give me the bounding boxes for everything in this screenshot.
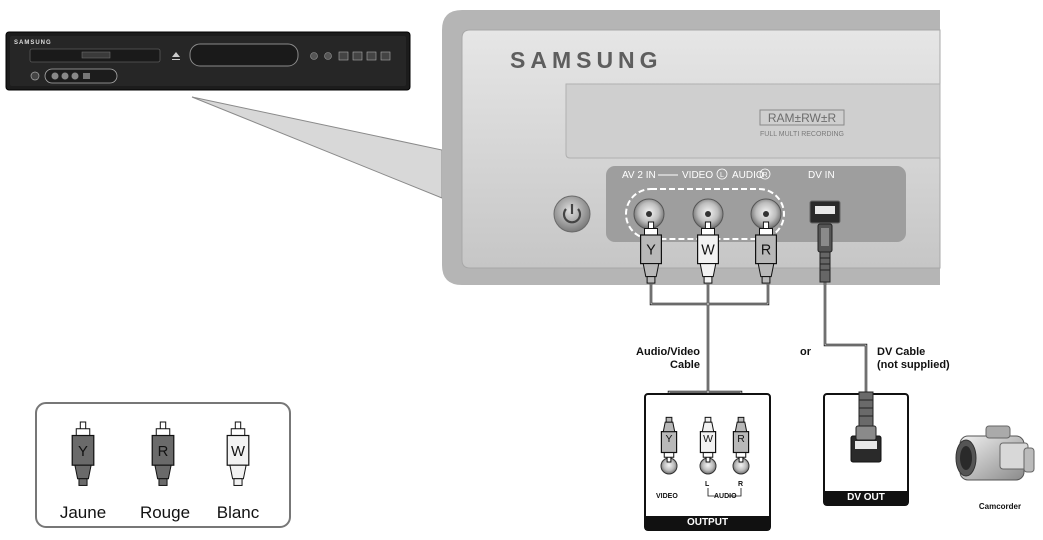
video-label: VIDEO	[682, 170, 713, 181]
dv-cable-line2: (not supplied)	[877, 359, 950, 371]
output-white-plug-wrap: W	[699, 416, 717, 463]
closeup-white-plug: W	[696, 221, 719, 284]
front-jack-strip	[44, 68, 118, 84]
left-mark: L	[720, 172, 724, 179]
legend-yellow-plug-letter: Y	[78, 444, 88, 460]
camcorder-image	[955, 425, 1035, 481]
av-cable-label: Audio/Video Cable	[628, 346, 700, 372]
power-icon	[562, 204, 582, 224]
or-label: or	[800, 346, 811, 358]
output-yellow-plug-letter: Y	[666, 434, 673, 445]
front-controls	[310, 51, 391, 61]
dvin-label: DV IN	[808, 170, 835, 181]
camcorder-label: Camcorder	[978, 502, 1022, 511]
dv-cable-label: DV Cable (not supplied)	[877, 346, 950, 372]
closeup-white-plug-letter: W	[701, 243, 715, 259]
output-title: OUTPUT	[686, 517, 729, 528]
av-cable-line2: Cable	[670, 359, 700, 371]
output-yellow-plug-wrap: Y	[660, 416, 678, 463]
dv-out-title: DV OUT	[847, 492, 885, 503]
output-white-plug	[699, 416, 717, 463]
legend-yellow-plug: Y	[71, 421, 95, 486]
output-red-plug-letter: R	[737, 434, 745, 445]
closeup-yellow-plug: Y	[639, 221, 662, 284]
front-display	[189, 43, 299, 67]
disc-tagline: FULL MULTI RECORDING	[760, 131, 844, 138]
zoom-callout	[191, 96, 443, 199]
dv-plug-closeup	[817, 223, 833, 283]
av-cables-inner	[650, 284, 769, 406]
legend-white-name: Blanc	[216, 503, 260, 522]
disc-slot-panel	[565, 83, 941, 159]
av-cable-line1: Audio/Video	[636, 346, 700, 358]
legend-yellow-name: Jaune	[59, 503, 107, 522]
dv-cable	[823, 282, 868, 392]
output-right-mark: R	[738, 481, 744, 488]
dv-out-device	[823, 391, 909, 506]
legend-red-name: Rouge	[139, 503, 191, 522]
output-left-mark: L	[705, 481, 710, 488]
output-red-plug-wrap: R	[732, 416, 750, 463]
closeup-red-plug: R	[754, 221, 777, 284]
output-video-label: VIDEO	[656, 493, 678, 500]
disc-logo: RAM±RW±R	[768, 111, 837, 125]
closeup-yellow-plug-letter: Y	[646, 243, 656, 259]
right-mark: R	[762, 172, 767, 179]
output-yellow-plug	[660, 416, 678, 463]
recorder-front-panel: SAMSUNG	[5, 31, 411, 91]
output-white-plug-letter: W	[703, 434, 713, 445]
legend-white-plug-letter: W	[231, 444, 245, 460]
av2in-label: AV 2 IN	[622, 170, 656, 181]
closeup-brand: SAMSUNG	[510, 47, 663, 73]
output-audio-label: AUDIO	[714, 493, 737, 500]
output-red-plug	[732, 416, 750, 463]
av-panel-closeup: SAMSUNG RAM±RW±R FULL MULTI RECORDING AV…	[442, 10, 941, 285]
front-brand: SAMSUNG	[14, 40, 52, 46]
closeup-red-plug-letter: R	[761, 243, 771, 259]
av-cables	[649, 284, 770, 406]
audio-label: AUDIO	[732, 170, 764, 181]
legend-red-plug: R	[151, 421, 175, 486]
legend-red-plug-letter: R	[158, 444, 169, 460]
eject-icon	[172, 52, 180, 60]
dv-cable-line1: DV Cable	[877, 346, 926, 358]
legend-white-plug: W	[226, 421, 250, 486]
